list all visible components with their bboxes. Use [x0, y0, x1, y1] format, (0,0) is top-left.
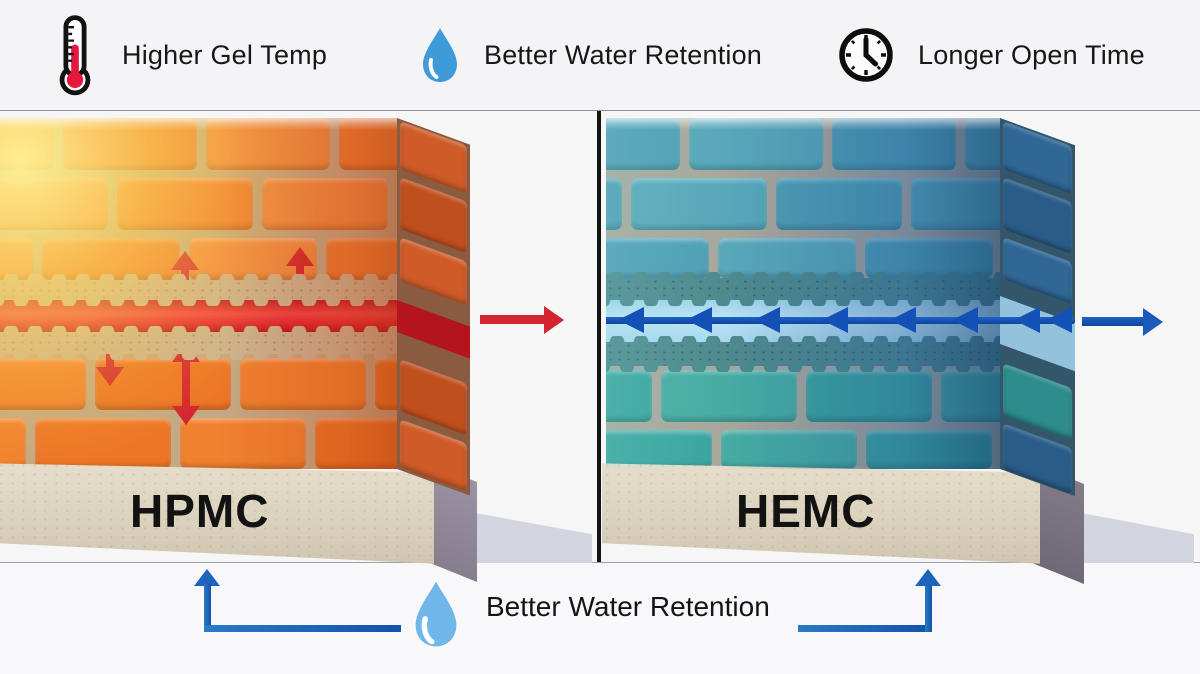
hpmc-label: HPMC: [130, 485, 270, 537]
header-label-gel-temp: Higher Gel Temp: [122, 39, 328, 70]
brick: [206, 118, 330, 170]
mortar-layer: [0, 326, 397, 360]
brick: [606, 178, 622, 230]
brick: [606, 370, 652, 422]
brick: [0, 418, 26, 469]
brick: [866, 430, 992, 469]
brick: [941, 370, 1000, 422]
brick-row: [606, 370, 1000, 422]
footer-arrow-up-right: [915, 569, 941, 586]
brick-row: [0, 358, 397, 410]
brick-row: [606, 118, 1000, 170]
water-retention-arrowhead: [890, 307, 916, 333]
hemc-wall-front: [606, 118, 1000, 469]
water-retention-arrowhead: [822, 307, 848, 333]
brick: [606, 430, 712, 469]
brick-row: [606, 178, 1000, 230]
water-retention-arrowhead: [618, 307, 644, 333]
brick-row: [606, 430, 1000, 469]
footer-arrow-up-left: [194, 569, 220, 586]
comparison-area: HPMC HEMC: [0, 111, 1200, 585]
footer-arrow-right-vertical: [925, 584, 932, 632]
water-drop-icon: [423, 28, 457, 82]
hemc-out-arrow-right: [1143, 308, 1163, 336]
brick: [63, 118, 197, 170]
hemc-label: HEMC: [736, 485, 876, 537]
footer-label: Better Water Retention: [486, 591, 770, 622]
header-item-gel-temp: Higher Gel Temp: [52, 0, 327, 110]
water-loss-arrow-double-shaft: [182, 360, 190, 408]
heat-out-arrow-right: [544, 306, 564, 334]
water-retention-arrowhead: [754, 307, 780, 333]
brick: [117, 178, 253, 230]
brick: [606, 118, 680, 170]
water-loss-arrow-down: [96, 367, 124, 386]
footer-arrow-right-horizontal: [798, 625, 932, 632]
water-retention-arrowhead: [1046, 307, 1072, 333]
footer-banner: Better Water Retention: [0, 562, 1200, 674]
brick: [35, 418, 171, 469]
brick: [240, 358, 366, 410]
hemc-out-arrow-shaft: [1082, 317, 1144, 326]
brick: [375, 358, 397, 410]
brick: [315, 418, 397, 469]
water-retention-arrowhead: [686, 307, 712, 333]
hpmc-wall-side: [397, 118, 470, 496]
hpmc-base: HPMC: [0, 463, 434, 564]
brick: [0, 118, 54, 170]
brick-row: [0, 418, 397, 469]
brick: [661, 370, 797, 422]
brick: [832, 118, 956, 170]
heat-out-arrow-right-shaft: [480, 315, 544, 324]
brick: [965, 118, 1000, 170]
brick: [180, 418, 306, 469]
brick: [262, 178, 388, 230]
header-item-open-time: Longer Open Time: [838, 0, 1145, 110]
water-loss-arrow-double-bottom: [172, 406, 200, 425]
mortar-layer: [606, 336, 1000, 372]
water-retention-arrowhead: [1014, 307, 1040, 333]
water-drop-icon: [415, 581, 457, 647]
brick: [806, 370, 932, 422]
header-label-open-time: Longer Open Time: [918, 39, 1145, 70]
water-retention-arrowhead: [952, 307, 978, 333]
brick: [339, 118, 397, 170]
benefits-header: Higher Gel Temp Better Water Retention L…: [0, 0, 1200, 111]
brick-row: [0, 118, 397, 170]
brick: [776, 178, 902, 230]
hot-mortar-band-side: [397, 300, 470, 359]
brick: [911, 178, 1000, 230]
footer-arrow-left-horizontal: [204, 625, 401, 632]
brick: [0, 178, 108, 230]
brick-row: [0, 178, 397, 230]
panel-divider: [597, 111, 601, 562]
brick: [631, 178, 767, 230]
footer-arrow-left-vertical: [204, 584, 211, 632]
thermometer-icon: [59, 15, 91, 96]
brick: [689, 118, 823, 170]
clock-icon: [839, 28, 893, 82]
mortar-layer: [0, 274, 397, 306]
hemc-base: HEMC: [602, 463, 1040, 564]
header-label-water-retention: Better Water Retention: [484, 39, 763, 70]
header-item-water-retention: Better Water Retention: [420, 0, 762, 110]
brick: [0, 358, 86, 410]
mortar-layer: [606, 272, 1000, 306]
brick: [721, 430, 857, 469]
